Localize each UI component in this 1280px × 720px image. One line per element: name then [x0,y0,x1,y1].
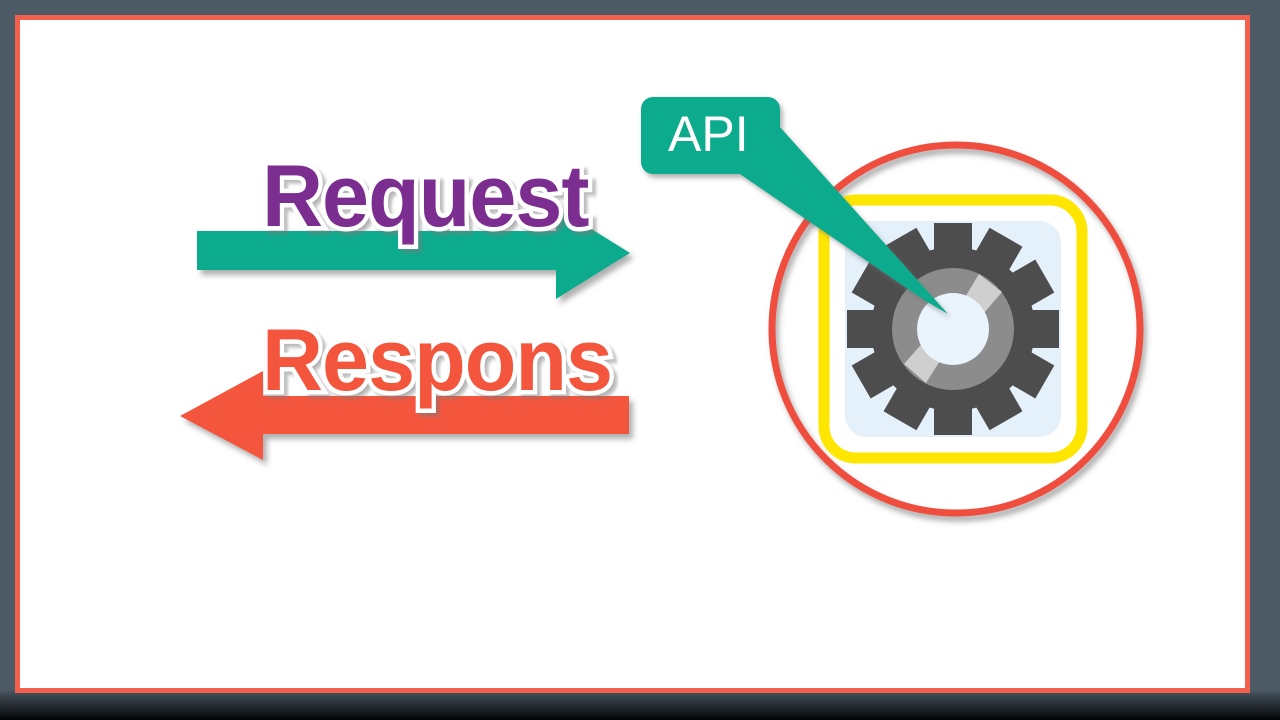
gear-hub [917,293,989,365]
response-label-text: Respons [258,310,618,409]
request-label-shadow: Request [262,150,598,249]
response-label: Respons Respons [258,311,621,412]
request-label-text: Request [258,146,594,245]
gear-icon [847,223,1059,435]
request-label: Request Request [258,147,598,248]
slide-bottom-gradient-strip [0,690,1280,720]
server-badge-tile [845,221,1061,437]
api-callout-label: API [668,106,749,162]
response-label-shadow: Respons [262,314,622,413]
gear-highlight [904,274,1002,383]
server-badge-circle [768,141,1144,517]
server-badge-frame [818,194,1088,464]
